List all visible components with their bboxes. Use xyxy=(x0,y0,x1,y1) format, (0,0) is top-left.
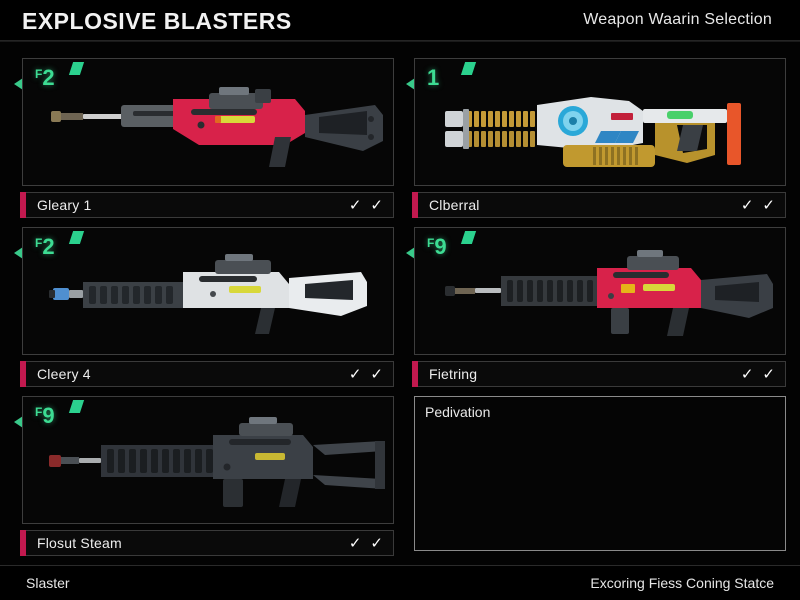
empty-slot-label: Pedivation xyxy=(425,404,491,420)
check-icon[interactable]: ✓ xyxy=(348,365,362,383)
weapon-preview[interactable]: F9 xyxy=(22,396,394,524)
weapon-label-bar[interactable]: Gleary 1✓✓ xyxy=(20,192,394,218)
badge-number: 9 xyxy=(42,403,55,428)
weapon-artwork xyxy=(445,250,773,336)
weapon-artwork xyxy=(51,87,383,167)
check-icon[interactable]: ✓ xyxy=(762,196,775,214)
weapon-name: Flosut Steam xyxy=(37,535,122,551)
header-subtitle: Weapon Waarin Selection xyxy=(583,11,772,28)
status-checks: ✓✓ xyxy=(349,367,383,382)
page-title: EXPLOSIVE BLASTERS xyxy=(22,8,292,34)
left-triangle-marker-icon xyxy=(406,247,415,259)
header-bar: EXPLOSIVE BLASTERS Weapon Waarin Selecti… xyxy=(0,0,800,40)
badge-prefix: F xyxy=(35,405,43,419)
weapon-label-bar[interactable]: Cleery 4✓✓ xyxy=(20,361,394,387)
accent-bar xyxy=(20,192,26,218)
weapon-name: Clberral xyxy=(429,197,480,213)
check-icon[interactable]: ✓ xyxy=(348,534,362,552)
badge-prefix: F xyxy=(35,67,43,81)
badge-prefix: F xyxy=(35,236,43,250)
weapon-label-bar[interactable]: Fietring✓✓ xyxy=(412,361,786,387)
accent-bar xyxy=(412,361,418,387)
weapon-art-container xyxy=(23,397,393,523)
badge-number: 1 xyxy=(427,65,440,90)
status-checks: ✓✓ xyxy=(349,536,383,551)
badge-number: 9 xyxy=(434,234,447,259)
accent-bar xyxy=(20,361,26,387)
status-checks: ✓✓ xyxy=(741,198,775,213)
status-checks: ✓✓ xyxy=(349,198,383,213)
weapon-art-container xyxy=(23,59,393,185)
left-triangle-marker-icon xyxy=(14,416,23,428)
weapon-artwork xyxy=(49,417,385,507)
footer-bar: Slaster Excoring Fiess Coning Statce xyxy=(0,566,800,600)
weapon-badge: F9 xyxy=(35,405,55,427)
weapon-art-container xyxy=(415,228,785,354)
badge-number: 2 xyxy=(42,65,55,90)
weapon-artwork xyxy=(445,97,741,167)
weapon-card-empty[interactable]: Pedivation xyxy=(406,396,786,559)
check-icon[interactable]: ✓ xyxy=(762,365,775,383)
weapon-name: Fietring xyxy=(429,366,478,382)
accent-bar xyxy=(20,530,26,556)
badge-prefix: F xyxy=(427,236,435,250)
weapon-preview[interactable]: F9 xyxy=(414,227,786,355)
weapon-preview[interactable]: 1 xyxy=(414,58,786,186)
left-triangle-marker-icon xyxy=(14,78,23,90)
weapon-name: Gleary 1 xyxy=(37,197,92,213)
weapon-preview[interactable]: F2 xyxy=(22,227,394,355)
weapon-name: Cleery 4 xyxy=(37,366,91,382)
check-icon[interactable]: ✓ xyxy=(370,196,383,214)
weapon-badge: F2 xyxy=(35,236,55,258)
status-checks: ✓✓ xyxy=(741,367,775,382)
weapon-art-container xyxy=(23,228,393,354)
left-triangle-marker-icon xyxy=(406,78,415,90)
accent-bar xyxy=(412,192,418,218)
weapon-artwork xyxy=(49,254,367,334)
check-icon[interactable]: ✓ xyxy=(348,196,362,214)
weapon-badge: F9 xyxy=(427,236,447,258)
check-icon[interactable]: ✓ xyxy=(370,534,383,552)
weapon-badge: F2 xyxy=(35,67,55,89)
weapon-preview[interactable]: F2 xyxy=(22,58,394,186)
weapon-art-container xyxy=(415,59,785,185)
left-triangle-marker-icon xyxy=(14,247,23,259)
footer-left-label[interactable]: Slaster xyxy=(26,575,70,591)
weapon-badge: 1 xyxy=(427,67,439,89)
header-divider xyxy=(0,40,800,42)
check-icon[interactable]: ✓ xyxy=(740,196,754,214)
footer-right-label[interactable]: Excoring Fiess Coning Statce xyxy=(590,575,774,591)
badge-number: 2 xyxy=(42,234,55,259)
weapon-label-bar[interactable]: Flosut Steam✓✓ xyxy=(20,530,394,556)
weapon-label-bar[interactable]: Clberral✓✓ xyxy=(412,192,786,218)
footer-divider xyxy=(0,565,800,566)
check-icon[interactable]: ✓ xyxy=(740,365,754,383)
empty-slot-panel[interactable]: Pedivation xyxy=(414,396,786,551)
check-icon[interactable]: ✓ xyxy=(370,365,383,383)
